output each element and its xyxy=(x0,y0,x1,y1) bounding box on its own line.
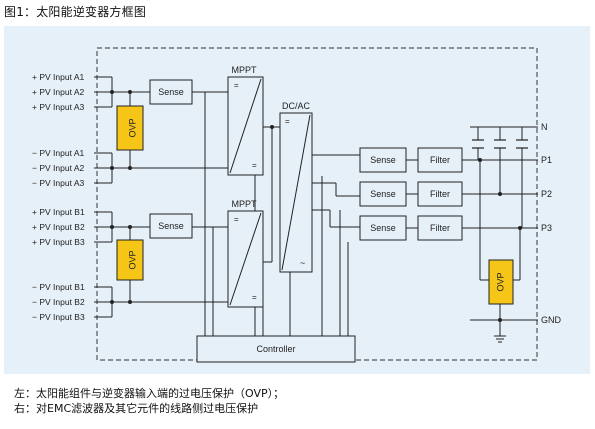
ovp-block-b xyxy=(116,239,144,281)
ovp-label-out: OVP xyxy=(495,272,505,291)
sense-block-p3 xyxy=(359,215,407,241)
output-label-gnd: GND xyxy=(541,315,562,325)
input-label-a2p: + PV Input A2 xyxy=(32,87,84,97)
input-label-a1p: + PV Input A1 xyxy=(32,72,84,82)
output-label-p1: P1 xyxy=(541,155,552,165)
input-label-a3p: + PV Input A3 xyxy=(32,102,84,112)
ovp-label-a: OVP xyxy=(127,118,137,137)
mppt-label-a: MPPT xyxy=(231,65,257,75)
svg-text:=: = xyxy=(234,81,239,90)
ovp-label-b: OVP xyxy=(127,250,137,269)
filter-label-p2: Filter xyxy=(430,189,450,199)
input-label-b2p: + PV Input B2 xyxy=(32,222,85,232)
sense-label-a: Sense xyxy=(158,87,184,97)
output-label-p3: P3 xyxy=(541,223,552,233)
svg-text:~: ~ xyxy=(300,258,305,268)
output-label-n: N xyxy=(541,122,548,132)
input-label-b2n: − PV Input B2 xyxy=(32,297,85,307)
svg-text:=: = xyxy=(234,215,239,224)
sense-block-b xyxy=(149,213,193,239)
input-label-b1p: + PV Input B1 xyxy=(32,207,85,217)
input-label-a3n: − PV Input A3 xyxy=(32,178,84,188)
sense-block-a xyxy=(149,79,193,105)
sense-label-p1: Sense xyxy=(370,155,396,165)
svg-text:=: = xyxy=(252,293,257,302)
mppt-label-b: MPPT xyxy=(231,199,257,209)
controller-label: Controller xyxy=(256,344,295,354)
controller-block xyxy=(196,335,356,363)
filter-block-p3 xyxy=(417,215,463,241)
input-label-b3n: − PV Input B3 xyxy=(32,312,85,322)
input-label-b3p: + PV Input B3 xyxy=(32,237,85,247)
figure-title: 图1：太阳能逆变器方框图 xyxy=(4,5,147,19)
sense-label-p3: Sense xyxy=(370,223,396,233)
input-label-b1n: − PV Input B1 xyxy=(32,282,85,292)
filter-label-p1: Filter xyxy=(430,155,450,165)
filter-block-p2 xyxy=(417,181,463,207)
svg-text:=: = xyxy=(285,117,290,126)
sense-block-p1 xyxy=(359,147,407,173)
sense-label-b: Sense xyxy=(158,221,184,231)
sense-block-p2 xyxy=(359,181,407,207)
dcac-label: DC/AC xyxy=(282,101,311,111)
note-left: 左：太阳能组件与逆变器输入端的过电压保护（OVP）； xyxy=(14,387,285,400)
svg-text:=: = xyxy=(252,161,257,170)
note-right: 右：对EMC滤波器及其它元件的线路侧过电压保护 xyxy=(14,402,259,415)
sense-label-p2: Sense xyxy=(370,189,396,199)
input-label-a1n: − PV Input A1 xyxy=(32,148,84,158)
ovp-block-a xyxy=(116,105,144,151)
input-label-a2n: − PV Input A2 xyxy=(32,163,84,173)
junction-dots xyxy=(110,90,522,322)
filter-label-p3: Filter xyxy=(430,223,450,233)
filter-block-p1 xyxy=(417,147,463,173)
ovp-block-out xyxy=(488,259,514,305)
output-label-p2: P2 xyxy=(541,189,552,199)
figure-notes: 左：太阳能组件与逆变器输入端的过电压保护（OVP）； 右：对EMC滤波器及其它元… xyxy=(14,386,284,416)
